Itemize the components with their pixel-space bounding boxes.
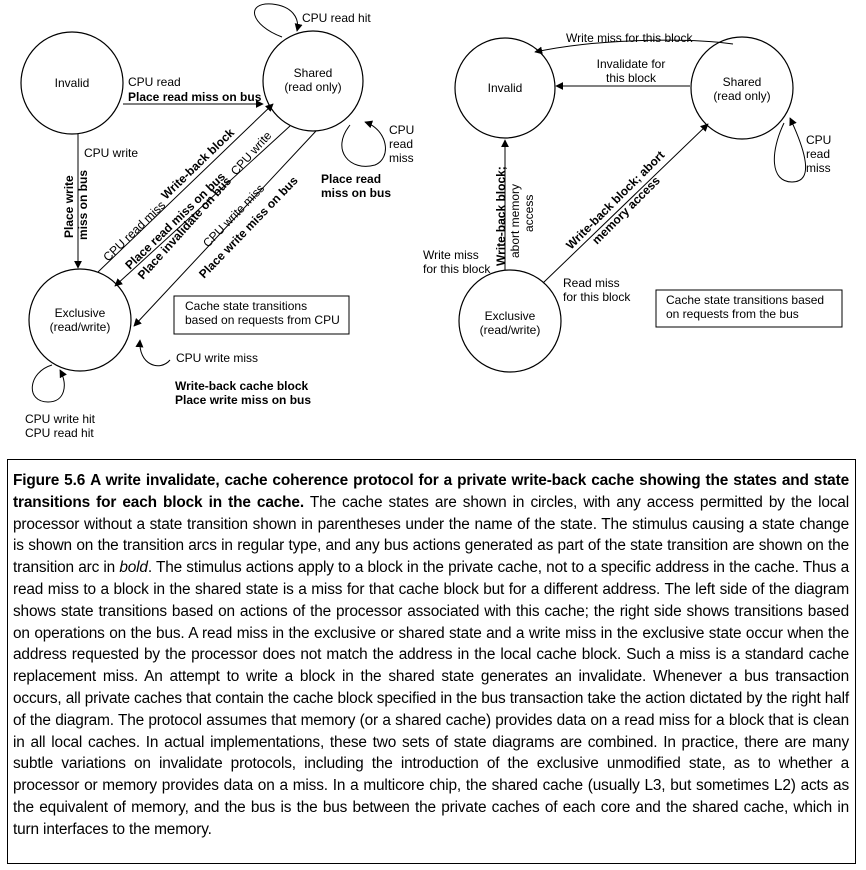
arc-exclusive-self-hit xyxy=(31,364,67,403)
caption-italic-word: bold xyxy=(119,559,148,577)
right-exclusive-state: Exclusive (read/write) xyxy=(458,269,562,373)
state-diagram: Invalid Shared (read only) Exclusive (re… xyxy=(20,3,843,440)
right-legend-box: Cache state transitions based on request… xyxy=(655,289,843,328)
left-exclusive-access: (read/write) xyxy=(50,320,111,334)
right-exclusive-label: Exclusive xyxy=(485,309,536,323)
arc-shared-self-readmiss xyxy=(341,120,386,167)
arc-shared-exclusive-2 xyxy=(133,130,317,327)
label-right-read: read xyxy=(806,147,830,161)
label-right-miss: miss xyxy=(806,161,831,175)
label-cpu-read-hit: CPU read hit xyxy=(302,11,371,25)
label-left-miss: miss xyxy=(389,151,414,165)
label-wb-diag-1: Write-back block; abort xyxy=(563,148,667,252)
label-cpu-write-miss: CPU write miss xyxy=(176,351,258,365)
label-place-write-miss: Place write miss on bus xyxy=(175,393,311,407)
arc-right-shared-self xyxy=(773,117,807,183)
arc-shared-exclusive-1 xyxy=(114,125,291,287)
label-wb-abort-3: access xyxy=(522,195,536,232)
left-shared-state: Shared (read only) xyxy=(262,30,364,132)
left-legend-box: Cache state transitions based on request… xyxy=(173,295,350,335)
left-box-line1: Cache state transitions xyxy=(185,299,307,313)
left-shared-label: Shared xyxy=(294,66,333,80)
arc-exclusive-self-writemiss xyxy=(135,339,171,367)
left-box-line2: based on requests from CPU xyxy=(185,313,340,327)
right-shared-state: Shared (read only) xyxy=(690,36,794,140)
right-invalid-label: Invalid xyxy=(488,81,523,95)
left-exclusive-label: Exclusive xyxy=(55,306,106,320)
label-cpu-read: CPU read xyxy=(128,75,181,89)
right-diagram: Invalid Shared (read only) Exclusive (re… xyxy=(423,31,843,373)
right-invalid-state: Invalid xyxy=(454,37,556,139)
label-invalidate-2: this block xyxy=(606,71,657,85)
label-write-miss-2: for this block xyxy=(423,262,491,276)
label-wb-abort-2: abort memory xyxy=(508,184,522,258)
right-box-line2: on requests from the bus xyxy=(666,307,799,321)
label-read-miss-2: for this block xyxy=(563,290,631,304)
label-place-read-1: Place read xyxy=(321,172,381,186)
left-invalid-state: Invalid xyxy=(20,31,124,135)
figure-label: Figure 5.6 xyxy=(13,472,86,489)
caption-text-part1: The cache states are shown in circles, w… xyxy=(13,493,849,577)
arc-shared-self xyxy=(254,3,303,38)
label-place-read-miss: Place read miss on bus xyxy=(128,90,262,104)
figure-caption: Figure 5.6 A write invalidate, cache coh… xyxy=(13,470,849,841)
figure-caption-box: Figure 5.6 A write invalidate, cache coh… xyxy=(7,459,856,864)
label-write-miss-block: Write miss for this block xyxy=(566,31,693,45)
label-left-cpu: CPU xyxy=(389,123,414,137)
label-place-write-2: miss on bus xyxy=(76,170,90,240)
left-shared-access: (read only) xyxy=(284,80,341,94)
left-diagram: Invalid Shared (read only) Exclusive (re… xyxy=(20,3,414,440)
label-cpu-write: CPU write xyxy=(84,146,138,160)
arc-exclusive-shared xyxy=(97,103,274,273)
label-right-cpu: CPU xyxy=(806,133,831,147)
caption-bold-sentence: A write invalidate, cache coherence prot… xyxy=(13,472,849,511)
label-write-back-cache-block: Write-back cache block xyxy=(175,379,308,393)
arc-right-shared-invalid-top xyxy=(534,39,734,55)
right-exclusive-access: (read/write) xyxy=(480,323,541,337)
label-place-read-2: miss on bus xyxy=(321,186,391,200)
label-invalidate-1: Invalidate for xyxy=(597,57,666,71)
caption-text-part2: . The stimulus actions apply to a block … xyxy=(13,559,849,838)
left-exclusive-state: Exclusive (read/write) xyxy=(28,268,132,372)
left-invalid-label: Invalid xyxy=(55,76,90,90)
right-shared-access: (read only) xyxy=(713,89,770,103)
label-read-miss-1: Read miss xyxy=(563,276,620,290)
label-cpu-write-hit: CPU write hit xyxy=(25,412,96,426)
right-box-line1: Cache state transitions based xyxy=(666,293,824,307)
label-write-miss-1: Write miss xyxy=(423,248,479,262)
right-shared-label: Shared xyxy=(723,75,762,89)
label-wb-abort-1: Write-back block; xyxy=(494,166,508,266)
label-place-write-1: Place write xyxy=(62,175,76,238)
label-cpu-read-hit-2: CPU read hit xyxy=(25,426,94,440)
arc-right-exclusive-shared xyxy=(542,123,709,284)
label-left-read: read xyxy=(389,137,413,151)
